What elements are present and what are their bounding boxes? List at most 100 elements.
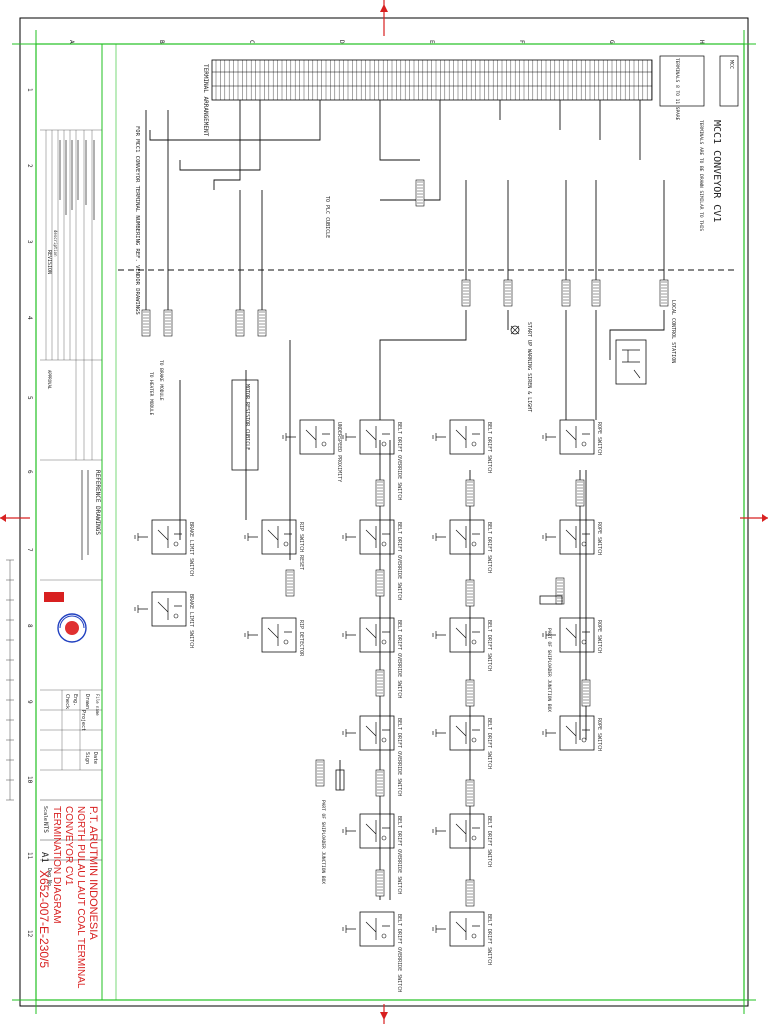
cable-tag [375, 479, 385, 507]
device-label: BELT DRIFT SWITCH [486, 816, 492, 867]
warning-siren-note: START UP WARNING SIREN & LIGHT [526, 322, 532, 412]
scale-label: Scale [42, 806, 48, 821]
grid-col-label: 2 [26, 164, 33, 168]
switch-device: BELT DRIFT SWITCH [432, 813, 492, 867]
cable-tag [375, 869, 385, 897]
cable-tag [465, 879, 475, 907]
approval-label: APPROVAL [47, 370, 52, 390]
cable-tag [575, 479, 585, 507]
drawing-title-area: P.T. ARUTMIN INDONESIA NORTH PULAU LAUT … [37, 799, 102, 989]
diagram-notes: FOR MCC1 CONVEYOR TERMINAL NUMBERING REF… [134, 126, 676, 884]
cable-tag [591, 279, 601, 307]
project-name: NORTH PULAU LAUT COAL TERMINAL [75, 806, 86, 989]
company-logo [44, 592, 87, 643]
revision-rows [59, 140, 95, 560]
grid-row-label: B [158, 40, 165, 44]
revision-label: REVISION [46, 250, 52, 274]
grid-col-label: 5 [26, 396, 33, 400]
project-label: Project [80, 710, 86, 731]
device-label: ROPE SWITCH [596, 718, 602, 751]
device-label: BELT DRIFT OVERRIDE SWITCH [396, 718, 402, 796]
scale-ruler [6, 559, 14, 801]
grid-col-label: 7 [26, 548, 33, 552]
cable-tag [375, 669, 385, 697]
approval-table [40, 690, 102, 770]
device-label: BELT DRIFT OVERRIDE SWITCH [396, 620, 402, 698]
grid-row-label: G [608, 40, 615, 44]
device-label: BELT DRIFT OVERRIDE SWITCH [396, 422, 402, 500]
cable-tag [465, 579, 475, 607]
cable-tag [315, 759, 325, 787]
switch-device: BELT DRIFT SWITCH [432, 617, 492, 671]
local-control-note: LOCAL CONTROL STATION [670, 300, 676, 363]
switch-device: RIP SWITCH RESET [244, 519, 304, 570]
heater-module-note: TO HEATER MODULE [148, 372, 154, 416]
cable-tag [465, 679, 475, 707]
drawn-label: Drawn [84, 694, 90, 709]
date-label: Date [92, 752, 98, 764]
device-label: ROPE SWITCH [596, 422, 602, 455]
switch-device: ROPE SWITCH [542, 419, 602, 455]
switch-device: BRAKE LIMIT SWITCH [134, 591, 194, 648]
device-label: BRAKE LIMIT SWITCH [188, 522, 194, 576]
cable-tag [503, 279, 513, 307]
device-label: BELT DRIFT OVERRIDE SWITCH [396, 816, 402, 894]
cable-tag [415, 179, 425, 207]
vendor-note: FOR MCC1 CONVEYOR TERMINAL NUMBERING REF… [134, 126, 140, 315]
sheet-size: A1 [39, 852, 49, 863]
switch-device: BELT DRIFT OVERRIDE SWITCH [342, 519, 402, 600]
grid-col-label: 11 [26, 852, 33, 860]
switch-device: BELT DRIFT OVERRIDE SWITCH [342, 419, 402, 500]
terminal-strip: TERMINAL ARRANGEMENT TERMINALS 8 TO 11 S… [202, 55, 739, 231]
cable-tags [141, 179, 669, 907]
resistor-icon [539, 595, 563, 605]
cable-tag [465, 479, 475, 507]
grid-col-label: 8 [26, 624, 33, 628]
switch-device: ROPE SWITCH [542, 715, 602, 751]
device-label: BELT DRIFT SWITCH [486, 718, 492, 769]
cable-tag [561, 279, 571, 307]
grid-col-label: 3 [26, 240, 33, 244]
device-label: ROPE SWITCH [596, 620, 602, 653]
grid-row-label: F [518, 40, 525, 44]
siren-icon [510, 325, 520, 335]
device-label: RIP SWITCH RESET [298, 522, 304, 570]
switch-device: BELT DRIFT OVERRIDE SWITCH [342, 715, 402, 796]
switch-device: BELT DRIFT SWITCH [432, 419, 492, 473]
cable-tag [375, 769, 385, 797]
grid-col-label: 1 [26, 88, 33, 92]
device-label: UNDERSPEED PROXIMITY [336, 422, 342, 482]
cable-tag [163, 309, 173, 337]
description-label: description [53, 230, 58, 257]
drawing-subtitle: CONVEYOR CV1 [63, 806, 74, 886]
device-label: RIP DETECTOR [298, 620, 304, 657]
field-devices: BELT DRIFT OVERRIDE SWITCH BELT DRIFT OVE… [134, 339, 647, 992]
wiring [145, 100, 665, 900]
terminal-arrangement-label: TERMINAL ARRANGEMENT [202, 64, 209, 137]
cable-tag [375, 569, 385, 597]
cable-tag [465, 779, 475, 807]
switch-device: ROPE SWITCH [542, 519, 602, 555]
device-label: ROPE SWITCH [596, 522, 602, 555]
switch-device: BELT DRIFT OVERRIDE SWITCH [342, 911, 402, 992]
switch-device: BELT DRIFT SWITCH [432, 911, 492, 965]
grid-col-label: 9 [26, 700, 33, 704]
spare-terminals-note: TERMINALS 8 TO 11 SPARE [674, 58, 680, 121]
switch-device: ROPE SWITCH [542, 617, 602, 653]
device-label: BELT DRIFT SWITCH [486, 522, 492, 573]
company-name: P.T. ARUTMIN INDONESIA [87, 806, 99, 940]
panel-note: TERMINALS ARE TO BE DRAWN SIMILAR TO THI… [698, 120, 704, 231]
motor-resistor-note: MOTOR RESISTOR CUBICLE [244, 384, 250, 450]
cable-tag [285, 569, 295, 597]
panel-title: MCC1 CONVEYOR CV1 [711, 120, 722, 222]
switch-device: BELT DRIFT SWITCH [432, 519, 492, 573]
device-label: BELT DRIFT OVERRIDE SWITCH [396, 914, 402, 992]
cable-tag [581, 679, 591, 707]
resistor-icon [335, 769, 345, 791]
junction-note-1: PART OF SHIPLOADER JUNCTION BOX [546, 628, 552, 712]
device-label: BELT DRIFT SWITCH [486, 422, 492, 473]
grid-row-label: H [698, 40, 705, 44]
grid-row-label: A [68, 40, 75, 44]
